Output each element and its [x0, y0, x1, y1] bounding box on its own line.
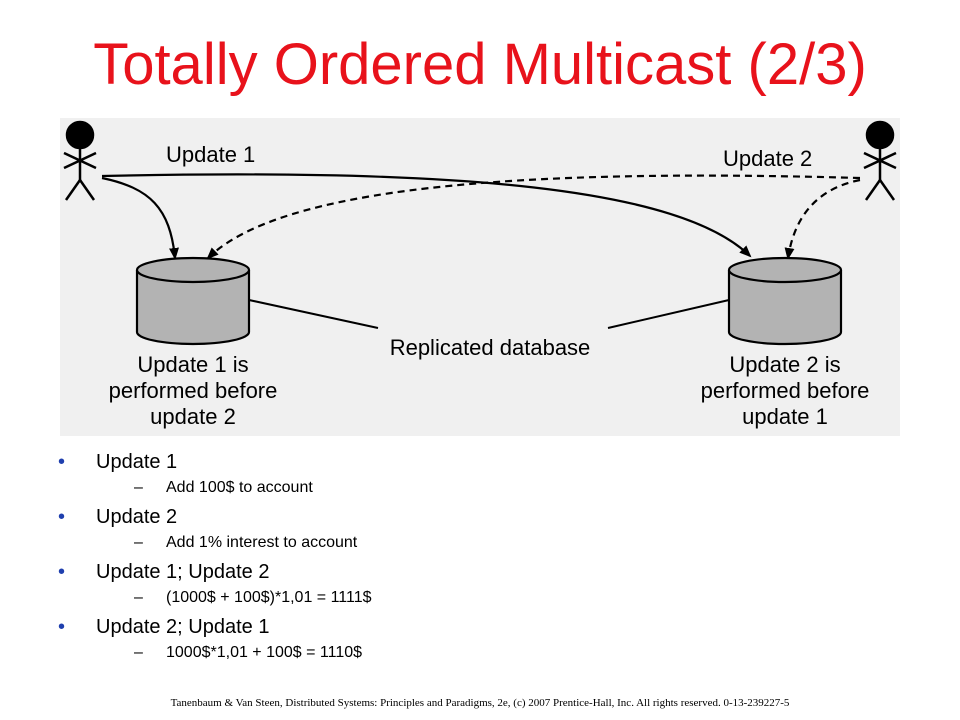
replicated-database-label: Replicated database	[390, 335, 591, 360]
replicated-leader-right	[607, 299, 730, 329]
left-caption-line-2: performed before	[109, 378, 278, 403]
update-2-arrow-to-left-db	[206, 174, 861, 260]
left-database	[135, 256, 251, 346]
sub-bullet: Add 1% interest to account	[96, 532, 898, 554]
client-2-figure	[863, 120, 897, 201]
right-database	[727, 256, 843, 346]
client-1-figure	[63, 120, 97, 201]
sub-bullet: (1000$ + 100$)*1,01 = 1111$	[96, 587, 898, 609]
left-caption-line-3: update 2	[150, 404, 236, 429]
bullet-list: Update 1 Add 100$ to account Update 2 Ad…	[58, 450, 898, 664]
slide-footer: Tanenbaum & Van Steen, Distributed Syste…	[170, 697, 790, 709]
bullet-text: Update 2	[96, 506, 178, 528]
right-caption-line-2: performed before	[701, 378, 870, 403]
bullet-order-2-1: Update 2; Update 1 1000$*1,01 + 100$ = 1…	[58, 615, 898, 664]
sub-bullet: 1000$*1,01 + 100$ = 1110$	[96, 642, 898, 664]
update-1-label: Update 1	[166, 142, 255, 167]
slide-title: Totally Ordered Multicast (2/3)	[93, 32, 867, 97]
update-1-arrow-to-left-db	[101, 176, 179, 260]
replication-diagram: Update 1 Update 2 Replicated database Up…	[60, 118, 900, 436]
bullet-text: Update 1	[96, 451, 178, 473]
right-caption-line-3: update 1	[742, 404, 828, 429]
bullet-text: Update 1; Update 2	[96, 561, 270, 583]
diagram-canvas: Update 1 Update 2 Replicated database Up…	[63, 120, 897, 429]
update-2-label: Update 2	[723, 146, 812, 171]
left-caption-line-1: Update 1 is	[137, 352, 248, 377]
bullet-update-1: Update 1 Add 100$ to account	[58, 450, 898, 499]
bullet-order-1-2: Update 1; Update 2 (1000$ + 100$)*1,01 =…	[58, 560, 898, 609]
bullet-text: Update 2; Update 1	[96, 616, 270, 638]
sub-bullet: Add 100$ to account	[96, 477, 898, 499]
bullet-update-2: Update 2 Add 1% interest to account	[58, 505, 898, 554]
update-1-arrow-to-right-db	[101, 173, 752, 258]
update-2-arrow-to-right-db	[784, 178, 861, 260]
right-caption-line-1: Update 2 is	[729, 352, 840, 377]
replicated-leader-left	[248, 299, 379, 329]
